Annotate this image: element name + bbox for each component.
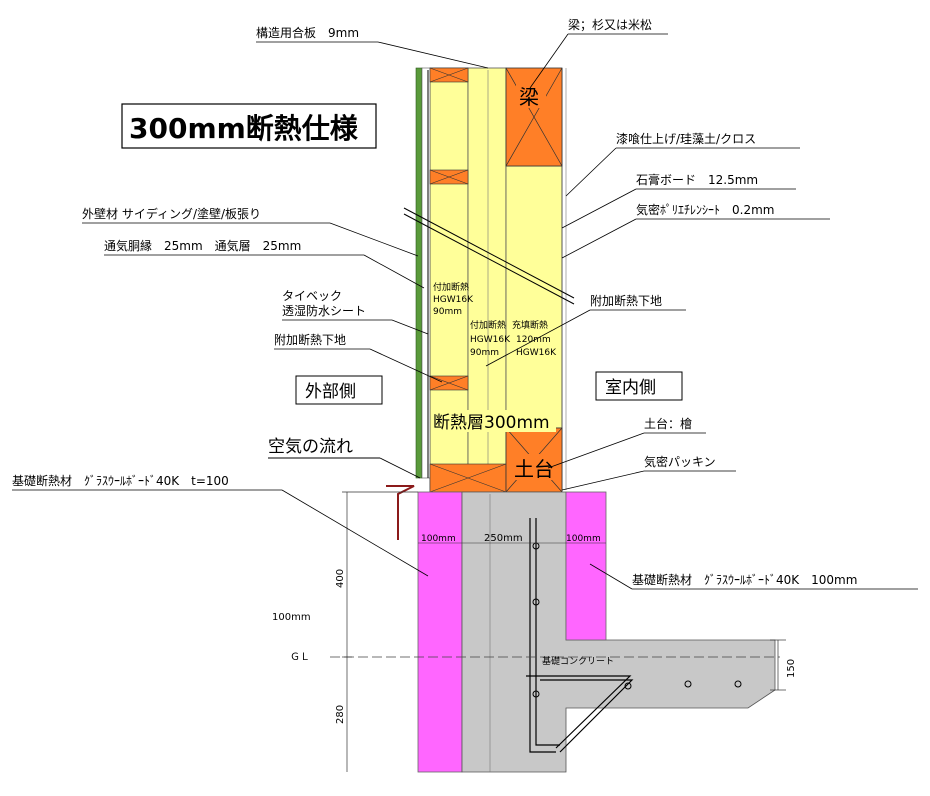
svg-text:充填断熱: 充填断熱 <box>512 319 548 331</box>
svg-text:透湿防水シート: 透湿防水シート <box>282 303 366 318</box>
title: 300mm断熱仕様 <box>129 112 359 145</box>
rebar-dot <box>684 680 692 688</box>
svg-text:HGW16K: HGW16K <box>433 295 474 305</box>
sill-text: 土台 <box>514 457 554 481</box>
svg-text:基礎断熱材 ｸﾞﾗｽｳｰﾙﾎﾞｰﾄﾞ40K 100mm: 基礎断熱材 ｸﾞﾗｽｳｰﾙﾎﾞｰﾄﾞ40K 100mm <box>632 572 857 587</box>
dim-left-pink: 100mm <box>421 534 456 544</box>
leader-gypsum-board: 石膏ボード 12.5mm <box>561 172 796 229</box>
fill-insulation-text: 充填断熱 120mm HGW16K <box>512 319 557 358</box>
rebar-slab-2 <box>526 675 632 749</box>
concrete-label: 基礎コンクリート <box>542 655 614 667</box>
leader-added-insulation-base-left: 附加断熱下地 <box>274 332 443 383</box>
gl-label: ＧＬ <box>290 652 310 663</box>
insulation-layer-label-bg <box>432 410 556 432</box>
svg-text:石膏ボード 12.5mm: 石膏ボード 12.5mm <box>636 172 758 187</box>
svg-text:附加断熱下地: 附加断熱下地 <box>274 332 346 347</box>
svg-text:外壁材 サイディング/塗壁/板張り: 外壁材 サイディング/塗壁/板張り <box>82 206 261 221</box>
leader-airtight-sheet: 気密ﾎﾟﾘｴﾁﾚﾝｼｰﾄ 0.2mm <box>561 202 830 259</box>
outer-insulation-text: 付加断熱 HGW16K 90mm <box>433 281 474 317</box>
rebar-dot <box>734 680 742 688</box>
sill: 土台 <box>505 427 563 493</box>
ventilation-layer <box>421 67 431 479</box>
beam-text: 梁 <box>519 85 539 109</box>
airflow-leader <box>379 457 421 479</box>
leader-structural-plywood: 構造用合板 9mm <box>256 25 489 69</box>
dim-150: 150 <box>786 659 797 678</box>
svg-text:漆喰仕上げ/珪藻土/クロス: 漆喰仕上げ/珪藻土/クロス <box>616 131 756 146</box>
leader-ventilation: 通気胴縁 25mm 通気層 25mm <box>104 238 425 289</box>
rebar-slab-1 <box>540 679 634 753</box>
title-box <box>121 103 377 149</box>
leader-added-insulation-base-right: 附加断熱下地 <box>485 293 686 367</box>
outside-box <box>295 375 383 405</box>
svg-text:HGW16K: HGW16K <box>516 348 557 358</box>
leader-tyvek: タイベック 透湿防水シート <box>282 289 429 335</box>
svg-text:付加断熱: 付加断熱 <box>433 281 469 293</box>
rebar-dot <box>532 598 540 606</box>
fill-insulation <box>505 165 563 429</box>
dim-footing-width: 250mm <box>484 533 523 544</box>
svg-text:気密ﾎﾟﾘｴﾁﾚﾝｼｰﾄ 0.2mm: 気密ﾎﾟﾘｴﾁﾚﾝｼｰﾄ 0.2mm <box>636 202 774 217</box>
svg-text:通気胴縁 25mm 通気層 25mm: 通気胴縁 25mm 通気層 25mm <box>104 238 301 253</box>
drip-flashing <box>386 485 415 540</box>
svg-text:90mm: 90mm <box>470 348 499 358</box>
left-foundation-insulation <box>417 491 463 773</box>
svg-text:HGW16K: HGW16K <box>470 335 511 345</box>
svg-text:基礎断熱材 ｸﾞﾗｽｳｰﾙﾎﾞｰﾄﾞ40K t=100: 基礎断熱材 ｸﾞﾗｽｳｰﾙﾎﾞｰﾄﾞ40K t=100 <box>12 473 229 488</box>
svg-text:構造用合板 9mm: 構造用合板 9mm <box>256 25 359 40</box>
leader-beam-spec: 梁；杉又は米松 <box>529 17 668 89</box>
svg-text:タイベック: タイベック <box>282 289 342 303</box>
svg-text:梁；杉又は米松: 梁；杉又は米松 <box>568 17 652 32</box>
inside-box <box>595 371 683 401</box>
rebar-dot <box>532 690 540 698</box>
inside-label: 室内側 <box>605 378 656 398</box>
svg-text:附加断熱下地: 附加断熱下地 <box>590 293 662 308</box>
leader-airtight-packing: 気密パッキン <box>561 454 736 491</box>
dim-280: 280 <box>335 705 346 724</box>
rebar-vertical-2 <box>535 518 560 746</box>
leader-foundation-insulation-right: 基礎断熱材 ｸﾞﾗｽｳｰﾙﾎﾞｰﾄﾞ40K 100mm <box>589 563 918 590</box>
rebar-vertical-1 <box>529 518 556 753</box>
svg-text:土台：檜: 土台：檜 <box>644 416 692 431</box>
siding <box>415 67 423 479</box>
right-foundation-insulation <box>565 491 607 641</box>
dimension-lines <box>342 491 786 772</box>
foundation <box>417 491 776 773</box>
leader-foundation-insulation-left: 基礎断熱材 ｸﾞﾗｽｳｰﾙﾎﾞｰﾄﾞ40K t=100 <box>12 473 429 577</box>
dim-400: 400 <box>335 569 346 588</box>
svg-text:120mm: 120mm <box>516 335 551 345</box>
leader-exterior-wall: 外壁材 サイディング/塗壁/板張り <box>82 206 419 257</box>
beam: 梁 <box>505 67 563 167</box>
insulation-layer-label: 断熱層300mm <box>433 413 550 433</box>
dim-offset: 100mm <box>272 612 311 623</box>
middle-insulation-text: 付加断熱 HGW16K 90mm <box>470 319 511 358</box>
rebar-dot <box>624 682 632 690</box>
svg-text:気密パッキン: 気密パッキン <box>644 454 716 469</box>
airflow-label: 空気の流れ <box>268 437 353 457</box>
svg-text:付加断熱: 付加断熱 <box>470 319 506 331</box>
added-insulation-battens <box>429 67 507 493</box>
outside-label: 外部側 <box>305 382 356 402</box>
leader-sill-spec: 土台：檜 <box>547 416 706 469</box>
svg-text:90mm: 90mm <box>433 307 462 317</box>
break-line <box>403 207 575 305</box>
dim-right-pink: 100mm <box>566 534 601 544</box>
leader-plaster-finish: 漆喰仕上げ/珪藻土/クロス <box>565 131 800 197</box>
